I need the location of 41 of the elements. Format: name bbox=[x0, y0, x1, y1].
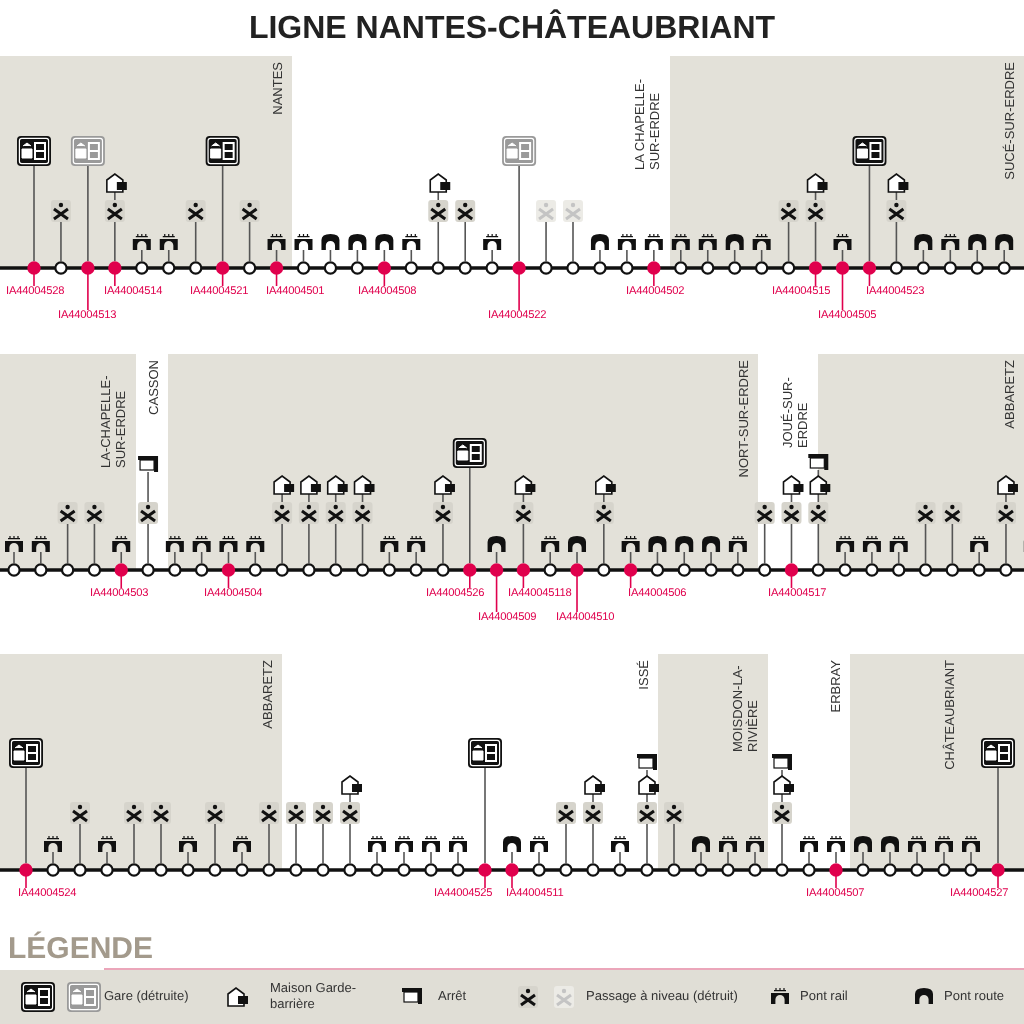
inventoried-stop-dot bbox=[269, 261, 284, 275]
inventoried-stop-dot bbox=[991, 863, 1005, 877]
inventoried-stop-dot bbox=[516, 563, 531, 577]
inventoried-stop-dot bbox=[835, 261, 850, 275]
leader-line bbox=[468, 575, 471, 589]
inventoried-stop-dot bbox=[108, 261, 122, 275]
leader-line bbox=[518, 273, 520, 311]
inventoried-stop-dot bbox=[27, 261, 41, 275]
inventoried-stop-dot bbox=[114, 563, 128, 577]
leader-line bbox=[25, 875, 27, 889]
leader-line bbox=[120, 575, 123, 589]
leader-line bbox=[997, 875, 999, 889]
inventoried-stop-dot bbox=[215, 261, 230, 275]
inventoried-stop-dot bbox=[463, 563, 477, 577]
leader-line bbox=[33, 273, 35, 287]
inventoried-stop-dot bbox=[570, 563, 584, 577]
leader-line bbox=[576, 575, 578, 613]
inventoried-stop-dot bbox=[829, 863, 843, 877]
inventoried-stop-dot bbox=[784, 563, 799, 577]
inventoried-stop-dot bbox=[19, 863, 33, 877]
inventoried-stop-dot bbox=[623, 563, 638, 577]
leader-line bbox=[835, 875, 837, 889]
inventoried-stop-dot bbox=[505, 863, 519, 877]
leader-line bbox=[114, 273, 116, 287]
inventoried-stop-dot bbox=[862, 261, 877, 275]
inventoried-stop-dot bbox=[512, 261, 526, 275]
inventoried-stop-dot bbox=[377, 261, 392, 275]
leader-line bbox=[653, 273, 655, 287]
leader-line bbox=[841, 273, 844, 311]
leader-line bbox=[87, 273, 89, 311]
inventoried-stop-dot bbox=[808, 261, 823, 275]
leader-line bbox=[511, 875, 513, 889]
leader-line bbox=[495, 575, 498, 613]
leader-line bbox=[484, 875, 486, 889]
inventoried-stop-dot bbox=[489, 563, 504, 577]
inventoried-stop-dot bbox=[647, 261, 661, 275]
inventoried-stop-dot bbox=[221, 563, 236, 577]
diagram-title: LIGNE NANTES-CHÂTEAUBRIANT bbox=[246, 12, 778, 48]
inventoried-stop-dot bbox=[478, 863, 492, 877]
inventoried-stop-dot bbox=[81, 261, 95, 275]
legend-heading: LÉGENDE bbox=[8, 932, 154, 966]
